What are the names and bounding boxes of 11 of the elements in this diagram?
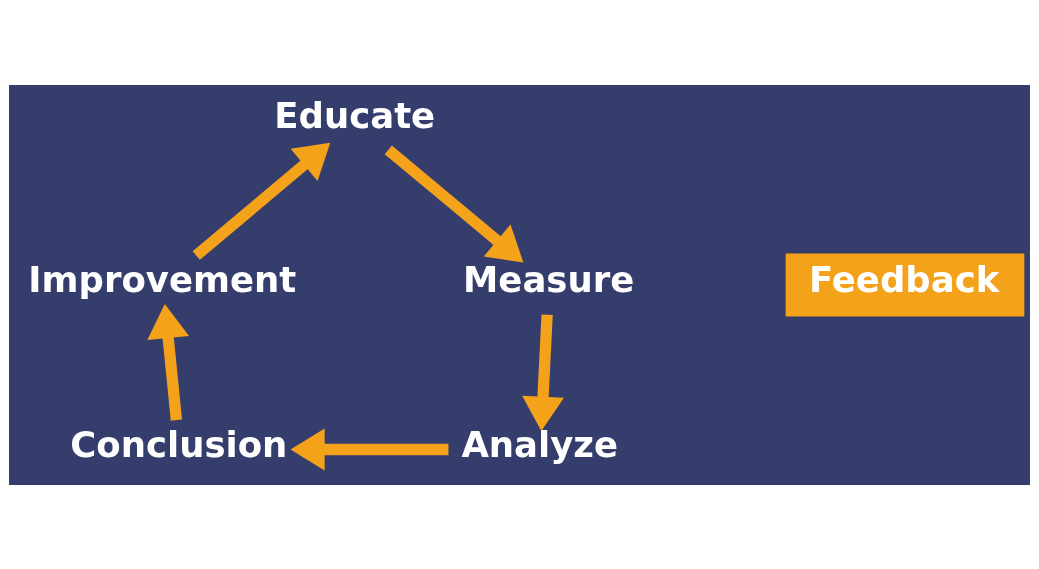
node-text: Measure: [463, 258, 635, 300]
arrow: [522, 313, 564, 431]
node-box: Feedback: [785, 253, 1025, 316]
node-text: Conclusion: [70, 423, 288, 465]
arrow: [147, 303, 190, 421]
node-text: Analyze: [461, 423, 619, 465]
node-text: Improvement: [28, 258, 297, 300]
arrow: [384, 145, 524, 262]
arrow: [192, 142, 331, 260]
node-text: Educate: [274, 94, 436, 136]
arrow: [290, 428, 449, 470]
